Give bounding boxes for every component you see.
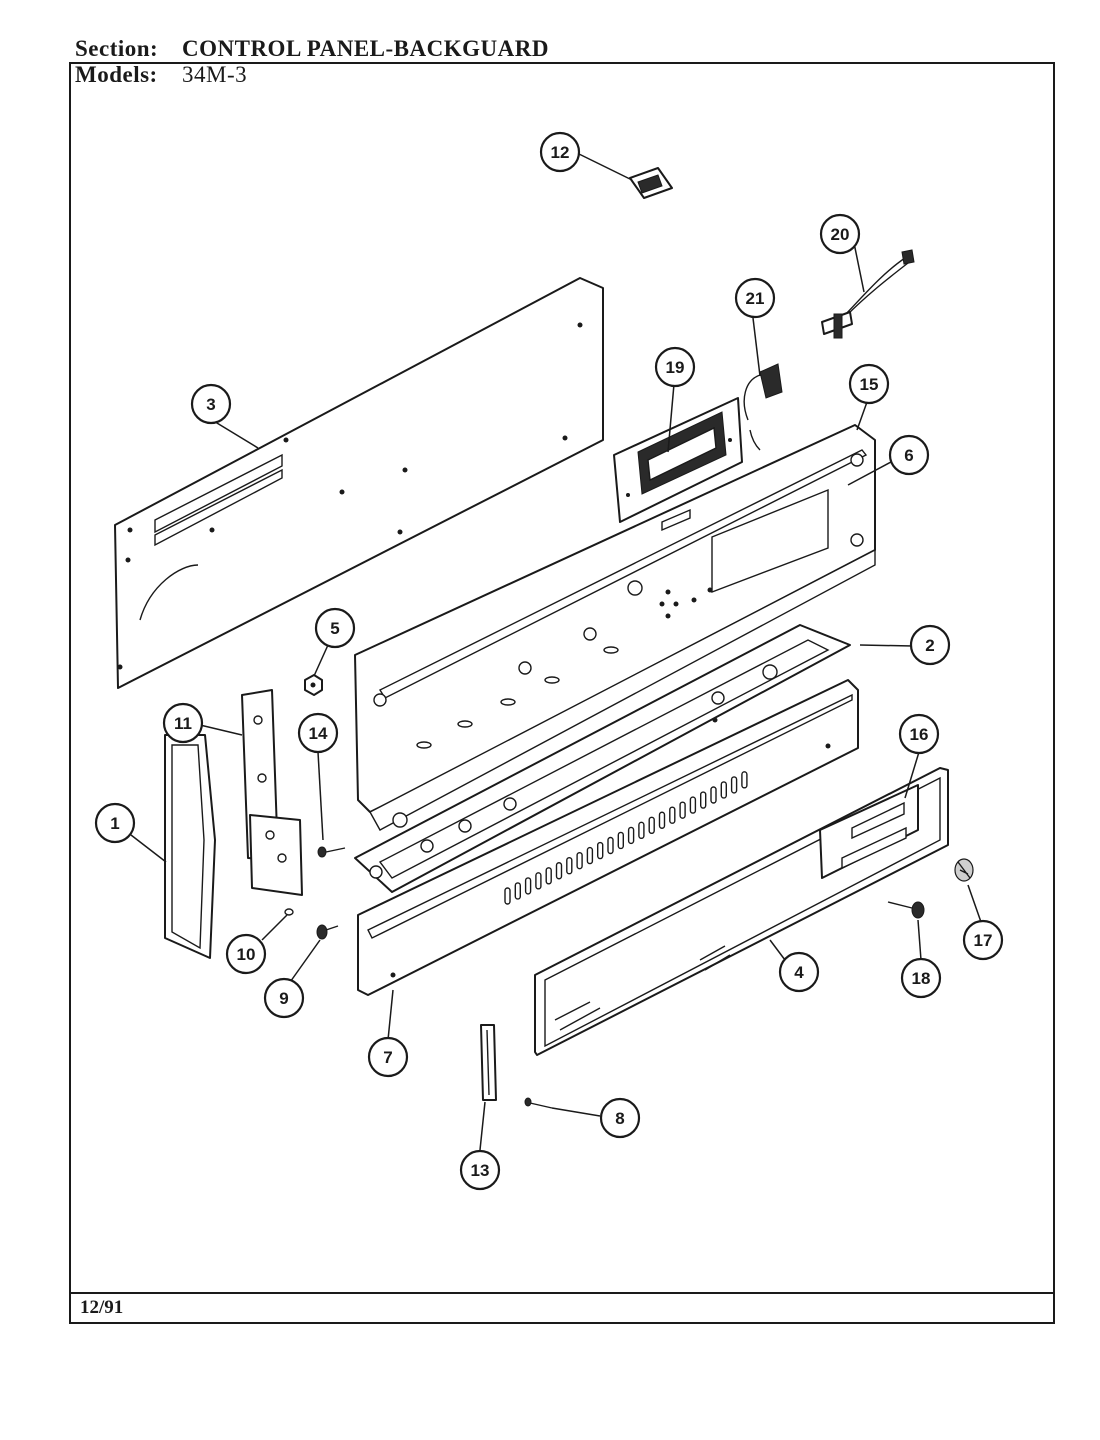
section-label: Section: xyxy=(75,36,159,61)
callout-5: 5 xyxy=(314,607,356,649)
callout-16: 16 xyxy=(898,713,940,755)
part-9-screw xyxy=(316,924,339,940)
callout-12-label: 12 xyxy=(551,143,570,162)
vent-slot xyxy=(669,806,676,824)
callout-14: 14 xyxy=(297,712,339,754)
part-18-knob xyxy=(887,901,925,919)
callout-18: 18 xyxy=(900,957,942,999)
part-13-trim-strip xyxy=(480,1024,497,1101)
callout-5-label: 5 xyxy=(330,619,339,638)
callout-9: 9 xyxy=(263,977,305,1019)
callout-6-label: 6 xyxy=(904,446,913,465)
part-7-front-trim xyxy=(357,679,859,996)
vent-slot xyxy=(648,816,655,834)
callout-2-label: 2 xyxy=(925,636,934,655)
part-21-wire-harness xyxy=(743,363,783,451)
vent-slot xyxy=(710,786,717,804)
vent-slot xyxy=(607,836,614,855)
vent-slot xyxy=(638,821,645,840)
footer-divider xyxy=(69,1292,1055,1294)
callout-19: 19 xyxy=(654,346,696,388)
vent-slot xyxy=(741,771,748,789)
callout-4-label: 4 xyxy=(794,963,804,982)
callout-17-label: 17 xyxy=(974,931,993,950)
part-10-washer xyxy=(284,908,294,916)
callout-4: 4 xyxy=(778,951,820,993)
models-value: 34M-3 xyxy=(182,62,248,87)
callout-20-label: 20 xyxy=(831,225,850,244)
callout-10: 10 xyxy=(225,933,267,975)
part-19-clock-control xyxy=(613,397,743,532)
callout-9-label: 9 xyxy=(279,989,288,1008)
vent-slot xyxy=(597,841,604,860)
part-2-bottom-channel xyxy=(354,624,851,893)
vent-slot xyxy=(586,846,594,865)
vent-slot xyxy=(700,791,707,809)
callout-7: 7 xyxy=(367,1036,409,1078)
vent-slot xyxy=(545,867,552,885)
callout-19-label: 19 xyxy=(666,358,685,377)
callout-21-label: 21 xyxy=(746,289,765,308)
callout-3: 3 xyxy=(190,383,232,425)
part-20-sensor-wire xyxy=(821,249,915,339)
vent-slot xyxy=(504,887,511,905)
vent-slot xyxy=(689,796,697,814)
callout-2: 2 xyxy=(909,624,951,666)
callout-16-label: 16 xyxy=(910,725,929,744)
callout-12: 12 xyxy=(539,131,581,173)
callout-17: 17 xyxy=(962,919,1004,961)
vent-slot xyxy=(566,857,573,875)
callout-13-label: 13 xyxy=(471,1161,490,1180)
vent-slot xyxy=(555,862,563,880)
callout-13: 13 xyxy=(459,1149,501,1191)
callout-11-label: 11 xyxy=(174,714,192,733)
callout-15: 15 xyxy=(848,363,890,405)
part-11-bracket xyxy=(241,689,303,896)
callout-15-label: 15 xyxy=(860,375,879,394)
revision-date: 12/91 xyxy=(80,1297,124,1318)
models-label: Models: xyxy=(75,62,158,87)
part-15-control-panel-housing xyxy=(354,424,876,831)
callout-21: 21 xyxy=(734,277,776,319)
callout-1: 1 xyxy=(94,802,136,844)
callout-18-label: 18 xyxy=(912,969,931,988)
callout-8: 8 xyxy=(599,1097,641,1139)
vent-slot xyxy=(524,877,532,895)
callout-3-label: 3 xyxy=(206,395,215,414)
callout-20: 20 xyxy=(819,213,861,255)
callout-6: 6 xyxy=(888,434,930,476)
vent-slot xyxy=(679,801,686,819)
callout-7-label: 7 xyxy=(383,1048,392,1067)
callout-1-label: 1 xyxy=(110,814,119,833)
part-5-nut xyxy=(304,674,323,696)
part-17-knob xyxy=(954,858,974,882)
vent-slot xyxy=(627,826,635,845)
callout-10-label: 10 xyxy=(237,945,256,964)
part-14-screw xyxy=(317,846,346,858)
vent-slot xyxy=(720,781,727,799)
part-12-switch xyxy=(629,167,673,199)
vent-slot xyxy=(535,872,542,890)
callout-11: 11 xyxy=(162,702,204,744)
vent-slot xyxy=(617,831,624,850)
vent-slot xyxy=(514,882,521,900)
vent-slot xyxy=(576,851,583,870)
callout-14-label: 14 xyxy=(309,724,328,743)
part-3-rear-panel xyxy=(114,277,604,689)
section-title: CONTROL PANEL-BACKGUARD xyxy=(182,36,549,61)
part-1-end-cap xyxy=(164,734,216,959)
part-8-screw xyxy=(524,1097,553,1109)
vent-slot xyxy=(730,776,738,794)
diagram-frame xyxy=(69,62,1055,1324)
vent-slot xyxy=(658,811,666,829)
part-16-overlay xyxy=(819,784,919,879)
callout-8-label: 8 xyxy=(615,1109,624,1128)
